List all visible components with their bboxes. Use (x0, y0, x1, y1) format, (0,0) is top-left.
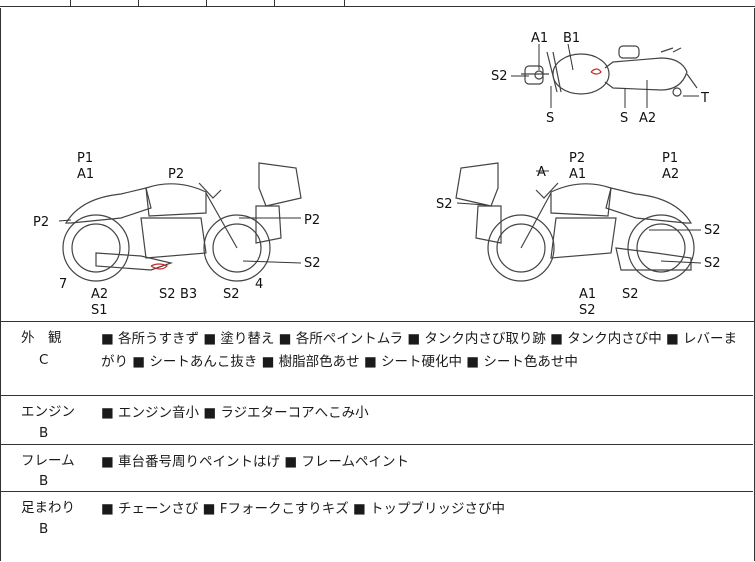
label-left-seven: 7 (59, 277, 67, 292)
label-right-p1: P1 (662, 151, 678, 166)
label-right-p2: P2 (569, 151, 585, 166)
label-top-s-mid: S (620, 111, 628, 126)
label-left-s2-b3: S2 (159, 287, 176, 302)
label-left-s2-bottom: S2 (223, 287, 240, 302)
category-label: 外 観 (21, 330, 62, 346)
condition-notes: ■ エンジン音小 ■ ラジエターコアへこみ小 (101, 405, 369, 421)
category-label: フレーム (21, 453, 75, 469)
header-table-remnant (0, 0, 755, 7)
label-right-s2-b2: S2 (622, 287, 639, 302)
label-left-a1: A1 (77, 167, 94, 182)
label-left-p2-front: P2 (33, 215, 49, 230)
label-top-a1: A1 (531, 31, 548, 46)
category-label: エンジン (21, 404, 75, 420)
category-label: 足まわり (21, 500, 75, 516)
label-left-a2: A2 (91, 287, 108, 302)
label-top-t: T (700, 91, 709, 106)
label-left-p2-rear: P2 (304, 213, 320, 228)
label-left-s1: S1 (91, 303, 108, 318)
condition-notes: ■ 各所うすきず ■ 塗り替え ■ 各所ペイントムラ ■ タンク内さび取り跡 ■… (101, 331, 738, 370)
motorcycle-damage-diagram: A1 B1 S2 S S A2 T P1 A1 P2 P2 P2 S2 7 4 … (0, 8, 755, 321)
label-left-s2-right: S2 (304, 256, 321, 271)
label-top-a2: A2 (639, 111, 656, 126)
grade-value: B (39, 473, 49, 489)
table-row: エンジン B ■ エンジン音小 ■ ラジエターコアへこみ小 (1, 396, 753, 445)
condition-notes: ■ 車台番号周りペイントはげ ■ フレームペイント (101, 454, 409, 470)
label-right-a: A (537, 165, 546, 180)
label-right-s2-left: S2 (436, 197, 453, 212)
table-row: フレーム B ■ 車台番号周りペイントはげ ■ フレームペイント (1, 445, 753, 492)
table-row: 足まわり B ■ チェーンさび ■ Fフォークこすりキズ ■ トップブリッジさび… (1, 492, 753, 562)
label-right-a2: A2 (662, 167, 679, 182)
label-left-four: 4 (255, 277, 263, 292)
label-right-s2-bottom: S2 (579, 303, 596, 318)
label-top-b1: B1 (563, 31, 580, 46)
grade-value: C (39, 352, 49, 368)
diagram-canvas: A1 B1 S2 S S A2 T P1 A1 P2 P2 P2 S2 7 4 … (33, 31, 721, 318)
label-right-s2-r2: S2 (704, 256, 721, 271)
top-view-bike (521, 45, 698, 97)
label-right-s2-r1: S2 (704, 223, 721, 238)
label-left-p2-tank: P2 (168, 167, 184, 182)
left-view-bike (62, 162, 302, 282)
label-top-s2: S2 (491, 69, 508, 84)
label-right-a1-bottom: A1 (579, 287, 596, 302)
table-row: 外 観 C ■ 各所うすきず ■ 塗り替え ■ 各所ペイントムラ ■ タンク内さ… (1, 322, 753, 396)
right-view-bike (455, 162, 695, 282)
grade-value: B (39, 521, 49, 537)
label-right-a1: A1 (569, 167, 586, 182)
label-left-b3: B3 (180, 287, 197, 302)
condition-notes: ■ チェーンさび ■ Fフォークこすりキズ ■ トップブリッジさび中 (101, 501, 506, 517)
label-top-s-front: S (546, 111, 554, 126)
condition-table: 外 観 C ■ 各所うすきず ■ 塗り替え ■ 各所ペイントムラ ■ タンク内さ… (0, 321, 755, 561)
grade-value: B (39, 425, 49, 441)
label-left-p1: P1 (77, 151, 93, 166)
